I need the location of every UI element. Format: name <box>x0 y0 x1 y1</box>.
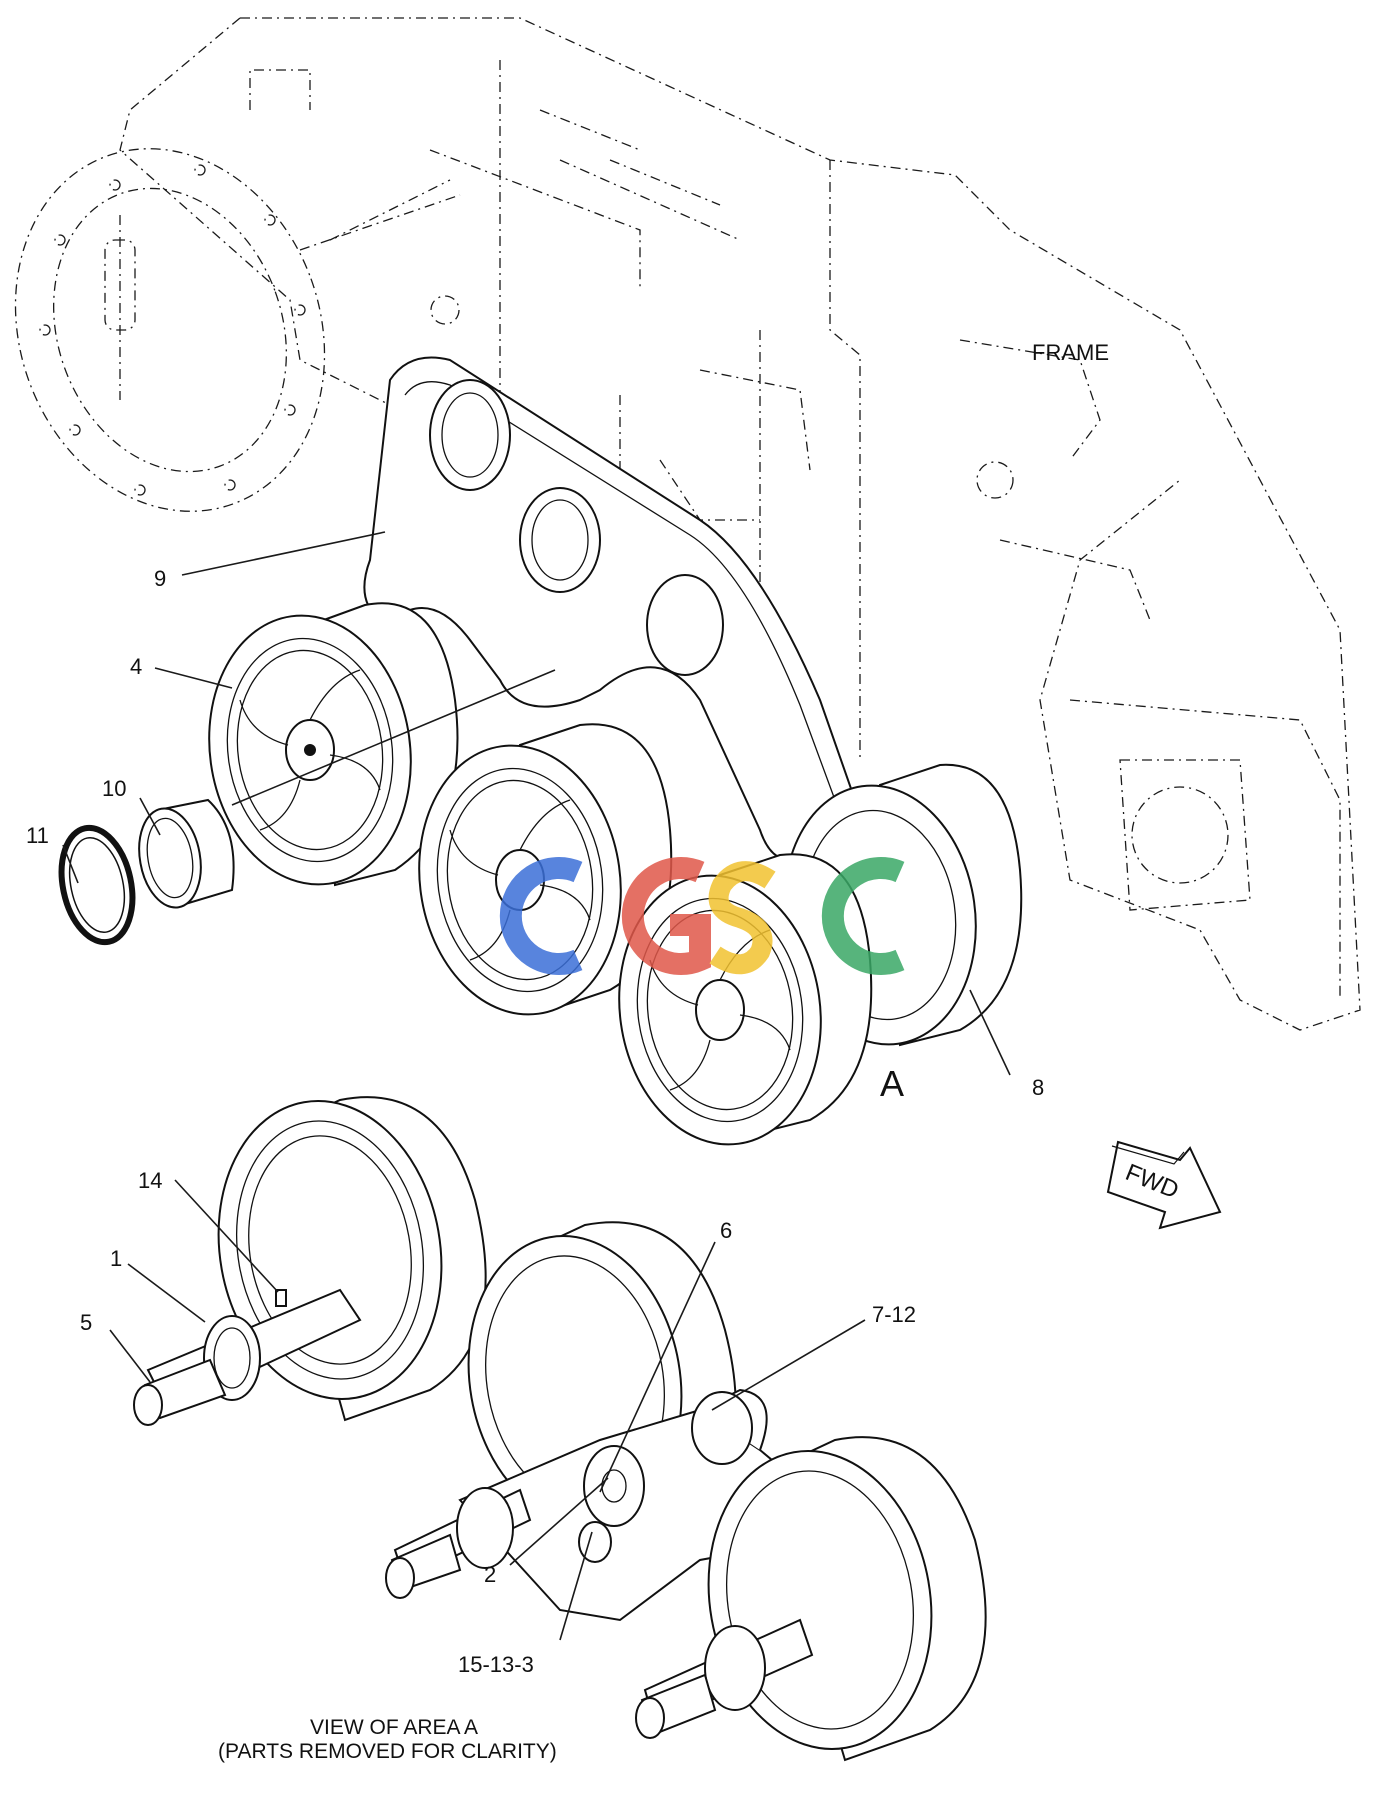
bogie-frame <box>363 356 857 862</box>
leader-lines <box>62 531 1011 1641</box>
frame-flange <box>14 148 326 512</box>
callout-4: 4 <box>130 654 142 679</box>
detail-bogie <box>458 1388 822 1622</box>
frame-label: FRAME <box>1032 340 1109 365</box>
area-a-label: A <box>880 1063 904 1104</box>
caption-line-2: (PARTS REMOVED FOR CLARITY) <box>218 1740 557 1763</box>
fwd-arrow: FWD <box>1106 1140 1222 1230</box>
callout-11: 11 <box>26 823 49 848</box>
callout-9: 9 <box>154 566 166 591</box>
roller-4 <box>208 602 459 887</box>
callout-8: 8 <box>1032 1075 1044 1100</box>
callout-1: 1 <box>110 1246 122 1271</box>
callout-6: 6 <box>720 1218 732 1243</box>
detail-shaft-left <box>133 1288 362 1426</box>
callout-14: 14 <box>138 1168 162 1193</box>
seal-ring-11 <box>58 824 136 946</box>
sleeve-10 <box>138 798 235 909</box>
cgsc-watermark <box>499 857 905 975</box>
detail-shaft-middle <box>385 1487 532 1599</box>
callout-15-13-3: 15-13-3 <box>458 1652 534 1677</box>
caption-line-1: VIEW OF AREA A <box>310 1716 478 1739</box>
callout-10: 10 <box>102 776 126 801</box>
callout-7-12: 7-12 <box>872 1302 916 1327</box>
detail-shaft-right <box>635 1618 814 1739</box>
callout-2: 2 <box>484 1562 496 1587</box>
callout-5: 5 <box>80 1310 92 1335</box>
